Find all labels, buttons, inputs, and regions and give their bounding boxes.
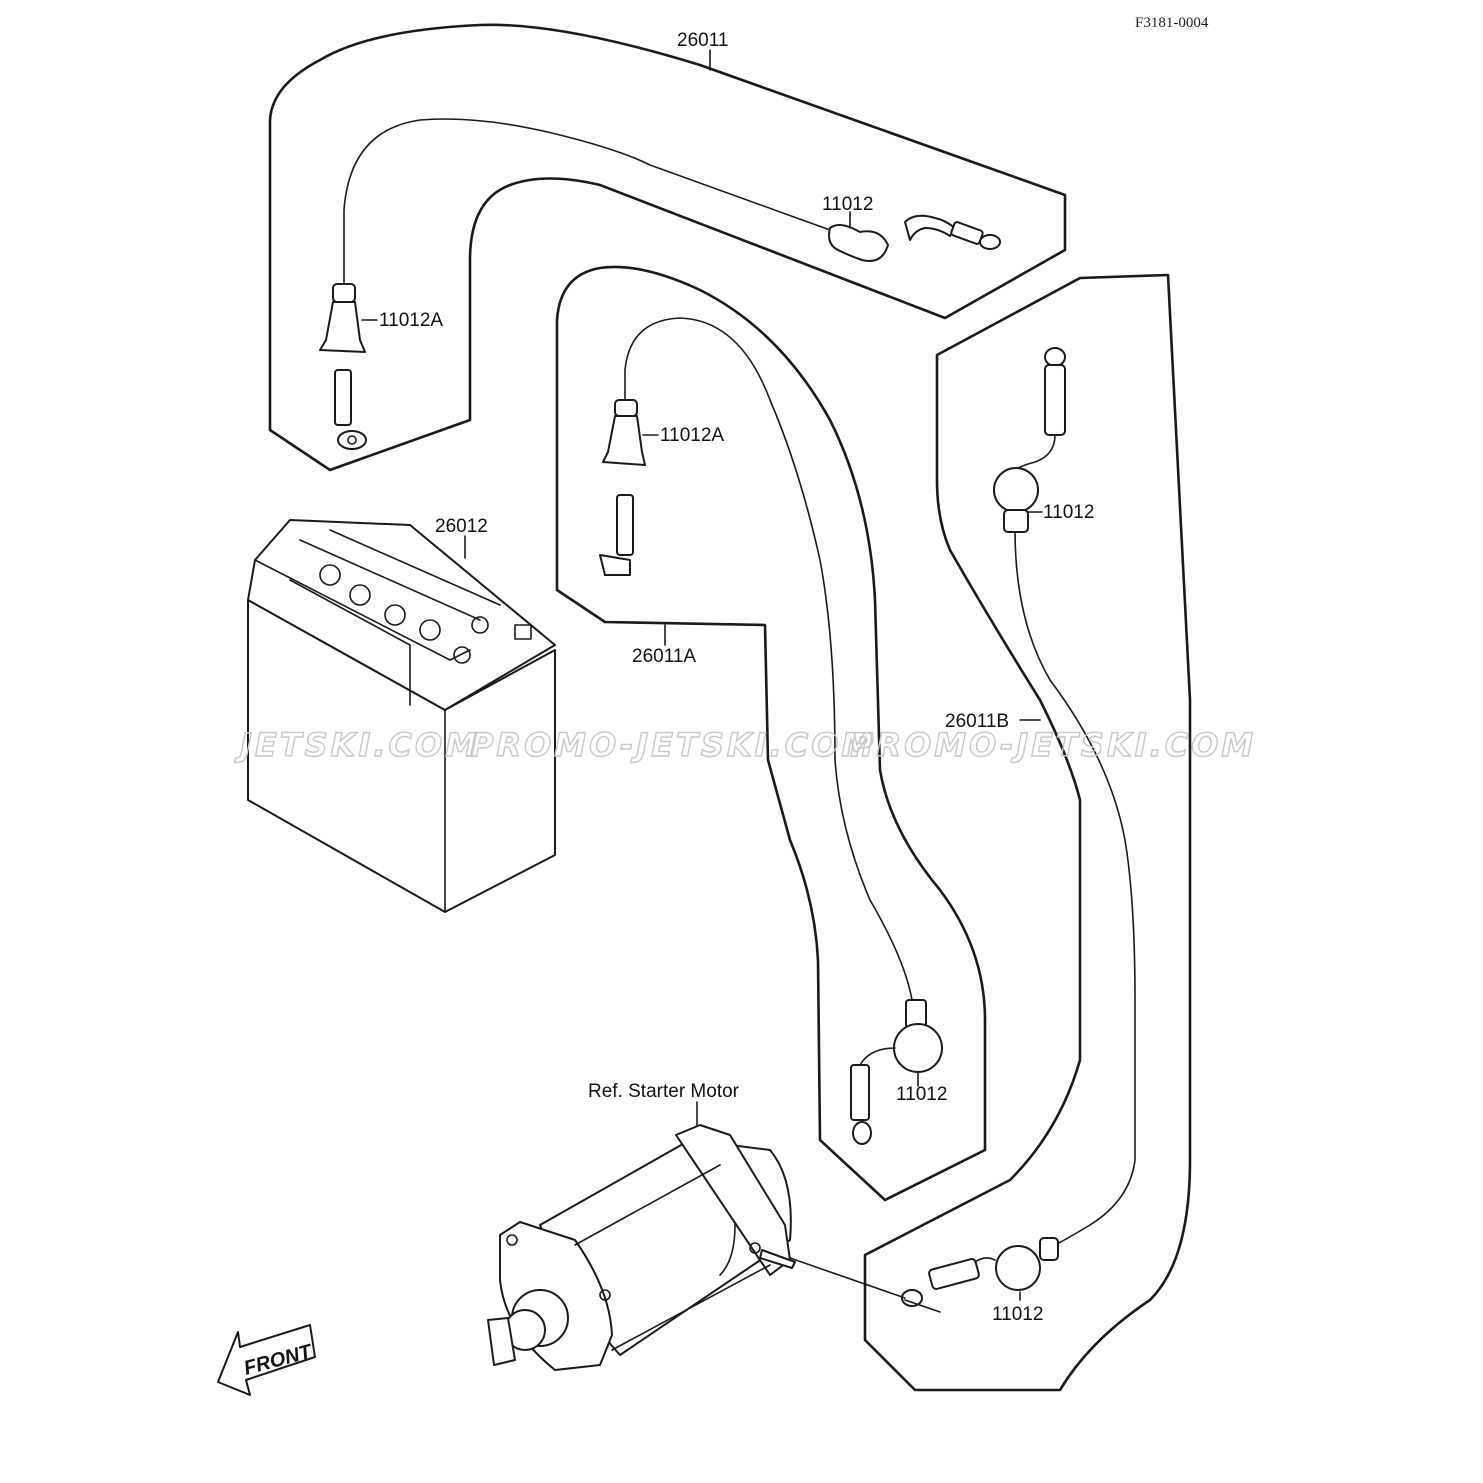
terminal-cap-11012a-mid [599, 399, 646, 576]
leader-terminal [904, 1299, 941, 1313]
drawing-code: F3181-0004 [1135, 15, 1209, 31]
label-11012a-top: 11012A [379, 310, 443, 331]
terminal-cap-11012a-top [319, 283, 367, 450]
harness-26011-outline [268, 23, 1067, 472]
watermark-3: PROMO-JETSKI.COM [850, 726, 1256, 764]
label-26011a: 26011A [632, 646, 696, 667]
label-26011b: 26011B [945, 711, 1009, 732]
front-arrow-icon: FRONT [217, 1324, 316, 1396]
label-26011: 26011 [677, 30, 728, 51]
terminal-cap-11012-bottom [901, 1237, 1059, 1307]
label-11012-top: 11012 [822, 194, 873, 215]
label-11012a-mid: 11012A [660, 425, 724, 446]
wire-26011 [343, 118, 831, 286]
wire-26011a [624, 317, 913, 1001]
terminal-cap-11012-right [993, 347, 1066, 533]
watermark-2: PROMO-JETSKI.COM [470, 726, 876, 764]
wire-26011b [1014, 529, 1136, 1246]
starter-cable [789, 1257, 906, 1299]
terminal-cap-11012-lower [850, 999, 943, 1145]
label-11012-bottom: 11012 [992, 1304, 1043, 1325]
terminal-cap-11012-top [828, 214, 1001, 262]
label-26012: 26012 [435, 516, 488, 537]
label-11012-lower: 11012 [896, 1084, 947, 1105]
harness-26011b-outline [863, 273, 1192, 1392]
watermark-1: JETSKI.COM [234, 726, 480, 764]
label-starter-ref: Ref. Starter Motor [588, 1081, 740, 1102]
label-11012-right: 11012 [1043, 502, 1094, 523]
starter-motor [487, 1124, 796, 1371]
harness-26011a-outline [555, 265, 987, 1202]
battery [247, 519, 556, 913]
